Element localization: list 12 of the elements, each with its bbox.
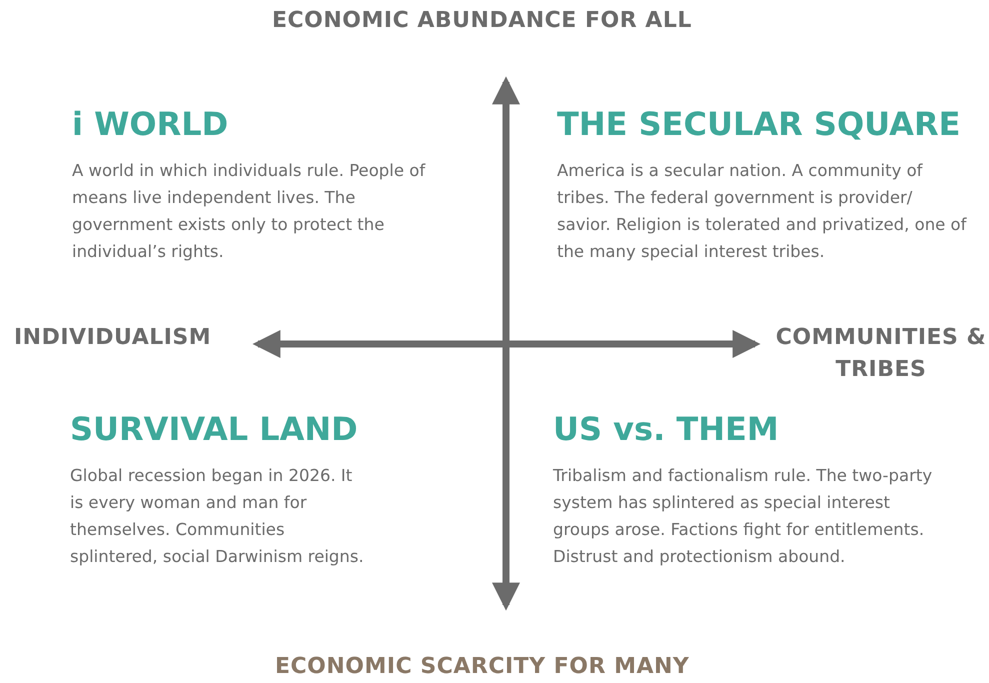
quadrant-title: SURVIVAL LAND xyxy=(70,410,358,448)
quadrant-title: i WORLD xyxy=(72,105,228,143)
axis-label: INDIVIDUALISM xyxy=(14,325,212,350)
quadrant-description: Tribalism and factionalism rule. The two-party system has splintered as special interest groups arose. Factions fight for entitlements. Distrust and protectionism abound. xyxy=(553,465,933,568)
axis-label: ECONOMIC SCARCITY FOR MANY xyxy=(275,654,690,679)
quadrant-description: America is a secular nation. A community of tribes. The federal government is provider/ savior. Religion is tolerated and privatized, one of the many special interest tribes. xyxy=(557,160,967,263)
axis-label: ECONOMIC ABUNDANCE FOR ALL xyxy=(272,8,692,33)
quadrant-title: US vs. THEM xyxy=(553,410,779,448)
quadrant-description: Global recession began in 2026. It is every woman and man for themselves. Communities splintered, social Darwinism reigns. xyxy=(70,465,365,568)
axis-label: COMMUNITIES & TRIBES xyxy=(775,324,987,384)
quadrant-description: A world in which individuals rule. People of means live independent lives. The government exists only to protect the individual’s rights. xyxy=(72,160,426,263)
quadrant-title: THE SECULAR SQUARE xyxy=(557,105,960,143)
